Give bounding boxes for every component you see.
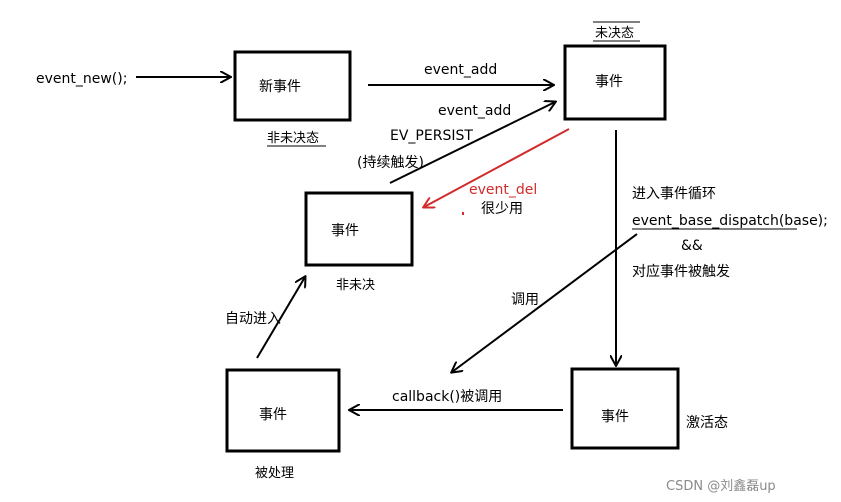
- arrow-event-del: [424, 128, 570, 207]
- event-add-label-persist: event_add: [438, 103, 511, 119]
- arrow-persist-readd: [389, 102, 555, 184]
- pending-event-box-label: 事件: [595, 74, 623, 90]
- red-dot-mark: [462, 212, 464, 215]
- dispatch-label: event_base_dispatch(base);: [632, 213, 828, 229]
- non-pending-state-label: 非未决态: [267, 131, 319, 146]
- enter-loop-label: 进入事件循环: [632, 186, 716, 202]
- call-label: 调用: [511, 292, 539, 308]
- active-event-box: [570, 367, 680, 450]
- pending-state-label: 未决态: [595, 26, 634, 41]
- handled-label: 被处理: [255, 466, 294, 481]
- triggered-label: 对应事件被触发: [632, 263, 730, 280]
- arrow-call: [452, 233, 638, 372]
- pending-event-box: [563, 44, 667, 121]
- non-pending-label: 非未决: [336, 278, 375, 293]
- event-del-label: event_del: [469, 182, 537, 198]
- persist-cn-label: (持续触发): [357, 154, 424, 171]
- event-add-label-top: event_add: [424, 62, 497, 78]
- active-state-label: 激活态: [686, 414, 728, 431]
- event-new-label: event_new();: [36, 71, 127, 87]
- handled-event-box: [225, 368, 341, 453]
- callback-label: callback()被调用: [392, 389, 502, 405]
- non-pending-event-box: [304, 191, 414, 267]
- arrow-auto-enter: [256, 277, 305, 359]
- and-label: &&: [681, 238, 703, 254]
- new-event-box-label: 新事件: [259, 79, 301, 95]
- rarely-used-label: 很少用: [481, 201, 523, 217]
- ev-persist-label: EV_PERSIST: [390, 128, 473, 144]
- handled-event-box-label: 事件: [259, 407, 287, 423]
- new-event-box: [233, 50, 352, 122]
- auto-enter-label: 自动进入: [225, 311, 281, 327]
- active-event-box-label: 事件: [601, 409, 629, 425]
- csdn-watermark: CSDN @刘鑫磊up: [666, 478, 776, 494]
- non-pending-event-box-label: 事件: [331, 223, 359, 239]
